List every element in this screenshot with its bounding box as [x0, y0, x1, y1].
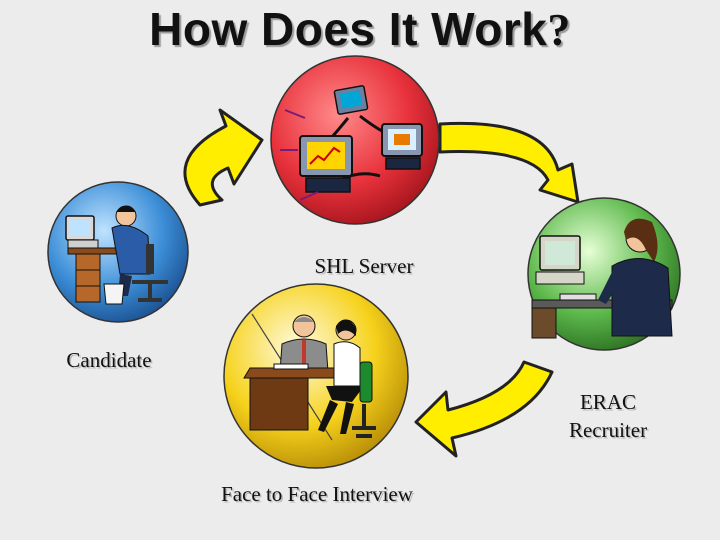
arrow-server-to-recruiter [438, 121, 580, 204]
arrow-candidate-to-server [183, 108, 264, 207]
interview-label: Face to Face Interview [221, 482, 413, 506]
page-title: How Does It Work? [0, 2, 720, 56]
person-at-workstation-icon [531, 218, 673, 339]
title-text: How Does It Work [149, 3, 548, 55]
networked-computers-icon [280, 85, 423, 201]
arrow-recruiter-to-interview [414, 360, 554, 458]
candidate-node [47, 181, 189, 323]
interview-meeting-icon [243, 313, 376, 441]
server-node [270, 55, 440, 225]
interview-node [223, 283, 409, 469]
recruiter-label-line1: ERAC [579, 390, 636, 414]
recruiter-node [527, 197, 681, 351]
recruiter-label-line2: Recruiter [568, 418, 648, 442]
recruiter-label: ERAC Recruiter [556, 388, 660, 444]
server-label: SHL Server [314, 254, 414, 278]
title-question-mark: ? [547, 4, 571, 55]
person-at-computer-icon [65, 205, 168, 305]
candidate-label: Candidate [66, 348, 152, 372]
